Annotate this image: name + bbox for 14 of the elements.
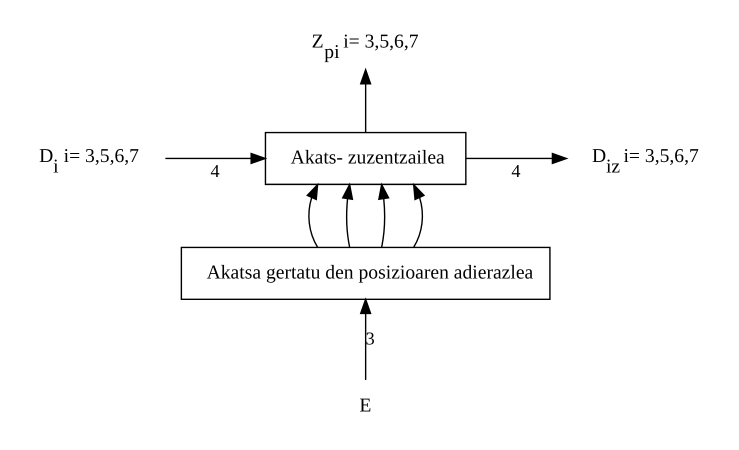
arrow [412,182,426,248]
node-box: Akats- zuzentzailea [264,132,467,186]
arrow [360,68,372,132]
arrow [360,297,372,380]
edge-label: 3 [366,328,375,349]
edge-label: 4 [210,161,220,182]
arrow [466,152,569,164]
arrow [306,182,318,248]
node-text: E [359,396,372,417]
arrow [165,152,268,164]
arrow [378,182,390,248]
node-box: Akatsa gertatu den posizioaren adierazlea [180,246,551,300]
arrow [342,182,354,248]
edge-label: 4 [511,161,520,182]
